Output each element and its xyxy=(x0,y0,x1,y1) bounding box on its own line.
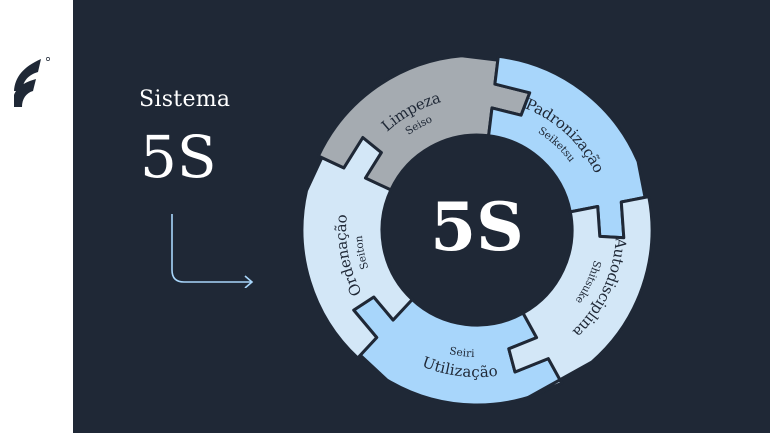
segment-subtitle: Seiri xyxy=(448,345,475,360)
arrow-right-icon xyxy=(171,214,254,288)
five-s-cycle-diagram: UtilizaçãoSeiriOrdenaçãoSeitonLimpezaSei… xyxy=(300,54,654,407)
center-label: 5S xyxy=(430,188,524,266)
segment-3 xyxy=(316,54,536,192)
heading-5s: 5S xyxy=(140,123,217,191)
segment-2 xyxy=(300,123,414,360)
segment-5 xyxy=(507,195,654,399)
sidebar xyxy=(0,0,73,433)
segment-4 xyxy=(487,54,654,240)
brand-logo-icon xyxy=(14,57,50,107)
heading-sistema: Sistema xyxy=(139,87,231,112)
